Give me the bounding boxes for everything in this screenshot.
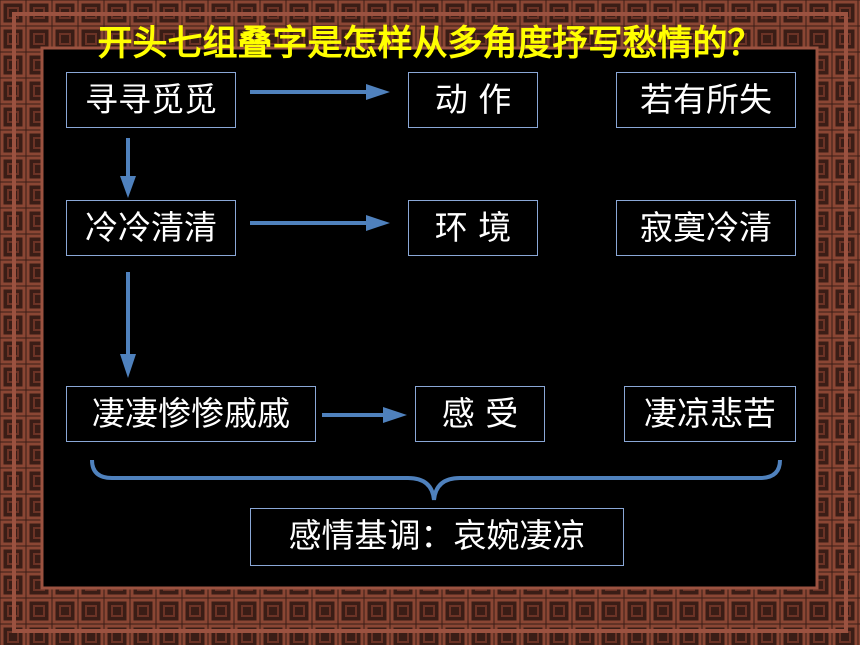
slide-title: 开头七组叠字是怎样从多角度抒写愁情的？ (97, 24, 763, 64)
arrow-right-2 (250, 215, 390, 231)
arrow-right-3 (322, 407, 407, 423)
arrow-down-2 (120, 272, 136, 378)
effect-box-1: 若有所失 (616, 72, 796, 128)
summary-box: 感情基调：哀婉凄凉 (250, 508, 624, 566)
effect-box-3: 凄凉悲苦 (624, 386, 796, 442)
aspect-box-1: 动 作 (408, 72, 538, 128)
effect-box-2: 寂寞冷清 (616, 200, 796, 256)
aspect-box-2: 环 境 (408, 200, 538, 256)
arrow-down-1 (120, 138, 136, 198)
aspect-box-3: 感 受 (415, 386, 545, 442)
word-box-2: 冷冷清清 (66, 200, 236, 256)
word-box-3: 凄凄惨惨戚戚 (66, 386, 316, 442)
summary-brace (90, 459, 782, 501)
arrow-right-1 (250, 84, 390, 100)
word-box-1: 寻寻觅觅 (66, 72, 236, 128)
